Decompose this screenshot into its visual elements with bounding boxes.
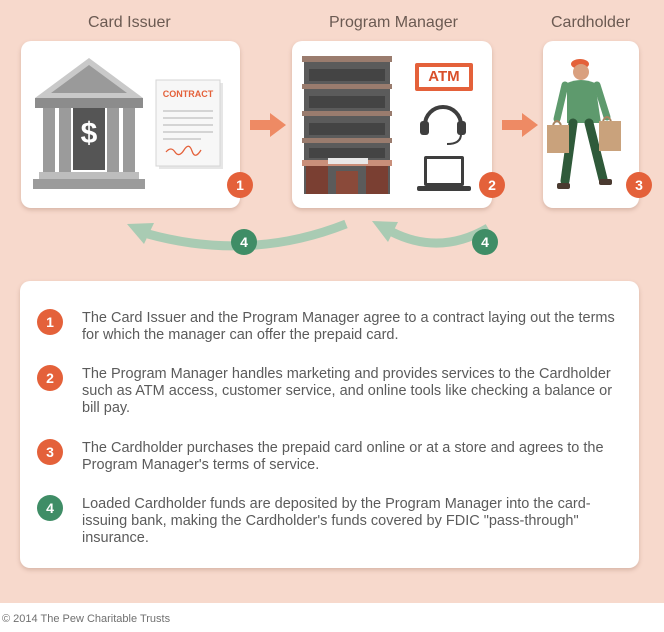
legend-text: The Program Manager handles marketing an… (82, 366, 613, 416)
legend-text: The Cardholder purchases the prepaid car… (82, 440, 604, 473)
legend-step-badge: 3 (37, 439, 63, 465)
legend-text: Loaded Cardholder funds are deposited by… (82, 496, 591, 546)
headset-icon (420, 105, 466, 145)
atm-label: ATM (428, 68, 460, 85)
legend-text: The Card Issuer and the Program Manager … (82, 310, 615, 343)
heading-card-issuer: Card Issuer (88, 14, 171, 31)
step-badge-3: 3 (626, 172, 652, 198)
legend-step-badge: 4 (37, 495, 63, 521)
diagram-panel: Card Issuer Program Manager Cardholder $ (0, 0, 664, 603)
heading-program-manager: Program Manager (329, 14, 458, 31)
shopper-icon (547, 59, 621, 189)
step-badge-4: 4 (472, 229, 498, 255)
cardholder-card: 3 (543, 41, 652, 208)
arrow-right-icon (502, 113, 538, 137)
contract-icon (155, 79, 223, 169)
legend-step-badge: 1 (37, 309, 63, 335)
office-building-icon (302, 56, 392, 194)
arrow-right-icon (250, 113, 286, 137)
step-badge-4: 4 (231, 229, 257, 255)
step-badge-2: 2 (479, 172, 505, 198)
laptop-icon (417, 156, 471, 191)
heading-cardholder: Cardholder (551, 14, 631, 31)
legend-box: 1 The Card Issuer and the Program Manage… (20, 281, 639, 568)
step-badge-1: 1 (227, 172, 253, 198)
atm-sign-icon (415, 63, 473, 91)
program-manager-card: ATM 2 (292, 41, 505, 208)
contract-label: CONTRACT (162, 89, 214, 99)
bank-icon (33, 58, 145, 189)
legend-step-badge: 2 (37, 365, 63, 391)
return-flow-arrows (127, 219, 491, 251)
card-issuer-card: $ CONTRACT 1 (21, 41, 253, 208)
copyright-footer: © 2014 The Pew Charitable Trusts (2, 613, 171, 625)
bank-dollar-symbol: $ (80, 117, 98, 150)
